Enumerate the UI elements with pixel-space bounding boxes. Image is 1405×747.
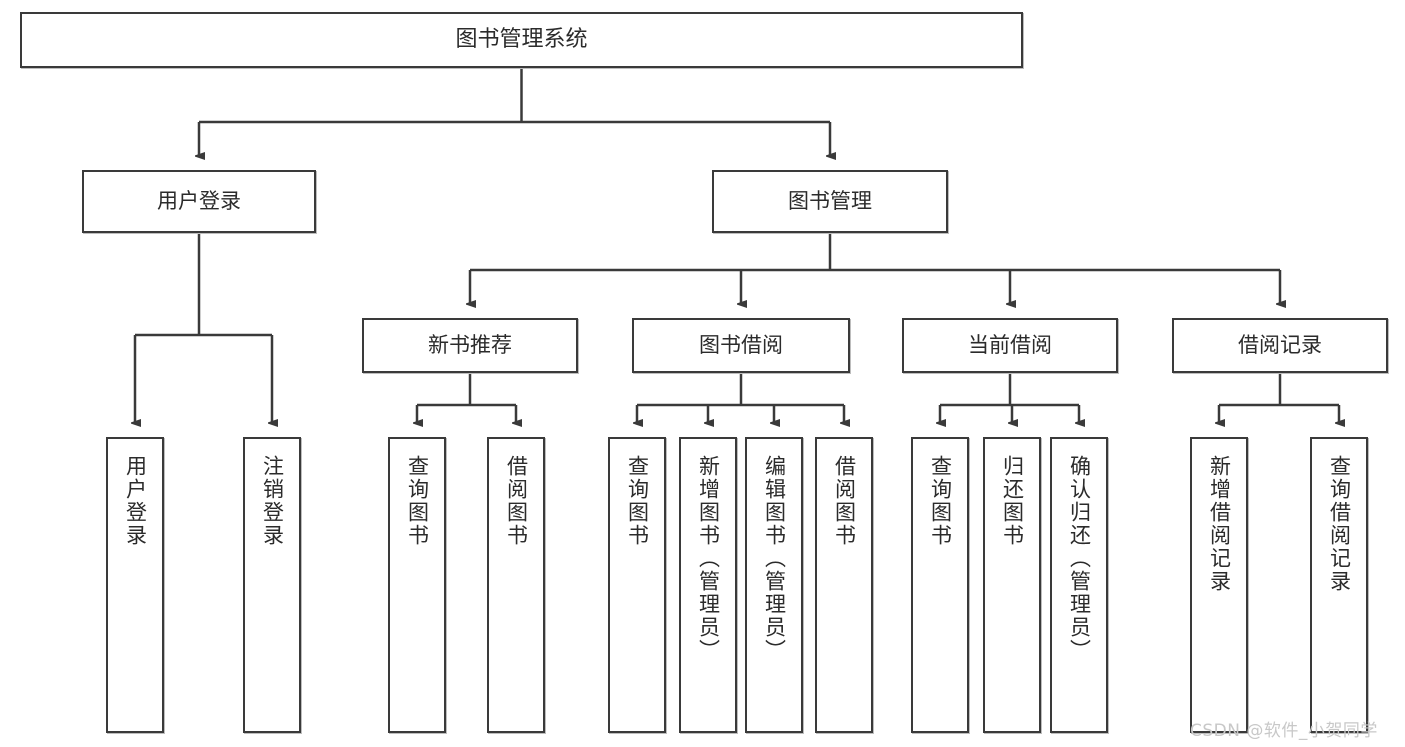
node-label: 查询图书 — [928, 455, 953, 547]
node-book-manage[interactable]: 图书管理 — [712, 170, 948, 233]
node-label: 借阅记录 — [1238, 333, 1322, 358]
node-root[interactable]: 图书管理系统 — [20, 12, 1023, 68]
node-label: 用户登录 — [123, 455, 148, 547]
node-label: 注销登录 — [260, 455, 285, 547]
node-label: 图书管理系统 — [455, 27, 588, 53]
node-label: 借阅图书 — [832, 455, 857, 547]
node-borrow-record[interactable]: 借阅记录 — [1172, 318, 1388, 373]
node-label: 借阅图书 — [504, 455, 529, 547]
node-leaf-edit-book[interactable]: 编辑图书（管理员） — [745, 437, 803, 733]
node-leaf-logout[interactable]: 注销登录 — [243, 437, 301, 733]
node-label: 用户登录 — [157, 189, 241, 214]
node-leaf-query-book-1[interactable]: 查询图书 — [388, 437, 446, 733]
node-leaf-return-book[interactable]: 归还图书 — [983, 437, 1041, 733]
node-label: 查询图书 — [625, 455, 650, 547]
node-leaf-user-login[interactable]: 用户登录 — [106, 437, 164, 733]
node-label: 确认归还（管理员） — [1067, 455, 1092, 662]
node-leaf-query-book-3[interactable]: 查询图书 — [911, 437, 969, 733]
node-label: 归还图书 — [1000, 455, 1025, 547]
node-book-borrow[interactable]: 图书借阅 — [632, 318, 850, 373]
csdn-watermark: CSDN @软件_小贺同学 — [1190, 721, 1378, 741]
node-label: 查询图书 — [405, 455, 430, 547]
node-label: 图书管理 — [788, 189, 872, 214]
node-label: 当前借阅 — [968, 333, 1052, 358]
node-leaf-query-record[interactable]: 查询借阅记录 — [1310, 437, 1368, 733]
node-label: 新增借阅记录 — [1207, 455, 1232, 593]
node-leaf-add-book[interactable]: 新增图书（管理员） — [679, 437, 737, 733]
node-label: 编辑图书（管理员） — [762, 455, 787, 662]
node-label: 查询借阅记录 — [1327, 455, 1352, 593]
node-leaf-query-book-2[interactable]: 查询图书 — [608, 437, 666, 733]
node-user-login[interactable]: 用户登录 — [82, 170, 316, 233]
node-current-borrow[interactable]: 当前借阅 — [902, 318, 1118, 373]
node-leaf-borrow-book-2[interactable]: 借阅图书 — [815, 437, 873, 733]
node-leaf-borrow-book-1[interactable]: 借阅图书 — [487, 437, 545, 733]
node-label: 新书推荐 — [428, 333, 512, 358]
node-label: 图书借阅 — [699, 333, 783, 358]
node-new-book-rec[interactable]: 新书推荐 — [362, 318, 578, 373]
node-leaf-add-record[interactable]: 新增借阅记录 — [1190, 437, 1248, 733]
node-leaf-confirm-return[interactable]: 确认归还（管理员） — [1050, 437, 1108, 733]
node-label: 新增图书（管理员） — [696, 455, 721, 662]
